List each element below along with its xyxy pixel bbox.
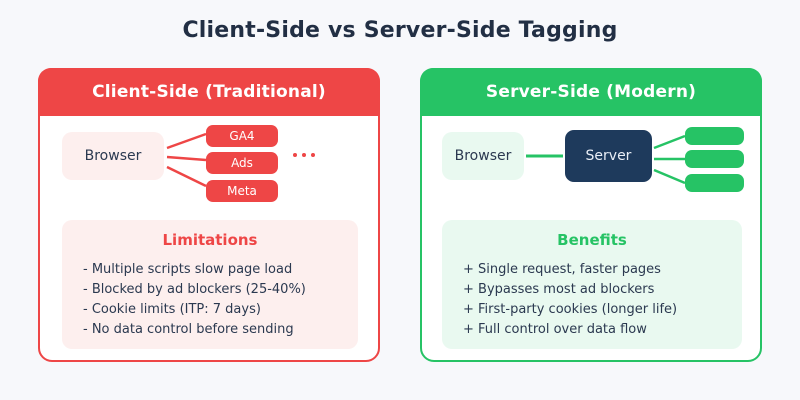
benefit-item: + Bypasses most ad blockers [463,282,655,297]
endpoint-box [685,127,744,145]
benefit-item: + Single request, faster pages [463,262,661,277]
tag-node-meta: Meta [206,180,278,202]
tag-node-ads: Ads [206,152,278,174]
endpoint-box [685,174,744,192]
benefits-title: Benefits [557,231,627,249]
limitation-item: - Multiple scripts slow page load [83,262,293,277]
server-node: Server [565,130,652,182]
server-side-browser-node: Browser [442,132,524,180]
limitation-item: - No data control before sending [83,322,294,337]
server-side-panel: Server-Side (Modern) Browser Server Bene… [420,68,762,362]
client-side-panel: Client-Side (Traditional) Browser GA4 Ad… [38,68,380,362]
limitation-item: - Blocked by ad blockers (25-40%) [83,282,306,297]
server-side-panel-header: Server-Side (Modern) [420,68,762,116]
client-browser-node: Browser [62,132,164,180]
limitations-box: Limitations - Multiple scripts slow page… [62,220,358,349]
limitation-item: - Cookie limits (ITP: 7 days) [83,302,261,317]
limitations-title: Limitations [162,231,258,249]
more-tags-ellipsis-icon [293,153,315,157]
benefits-box: Benefits + Single request, faster pages … [442,220,742,349]
endpoint-box [685,150,744,168]
client-side-panel-header: Client-Side (Traditional) [38,68,380,116]
benefit-item: + Full control over data flow [463,322,647,337]
page-title: Client-Side vs Server-Side Tagging [182,18,618,43]
benefit-item: + First-party cookies (longer life) [463,302,678,317]
tag-node-ga4: GA4 [206,125,278,147]
